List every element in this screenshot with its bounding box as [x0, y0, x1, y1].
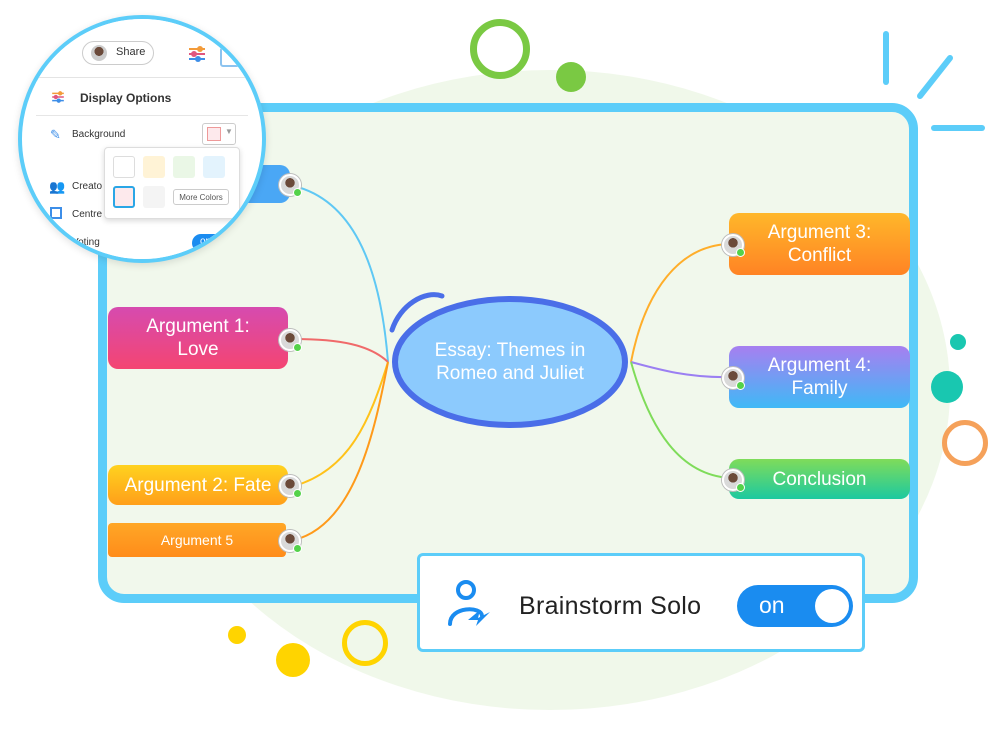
deco-ring-green	[470, 19, 530, 79]
swatch-blue[interactable]	[203, 156, 225, 178]
centre-label: Centre	[72, 209, 103, 220]
creator-label: Creato	[72, 181, 103, 192]
swatch-grey[interactable]	[143, 186, 165, 208]
avatar-argument-2	[279, 475, 302, 498]
central-topic-shape	[392, 296, 628, 428]
node-argument-3[interactable]: Argument 3: Conflict	[729, 213, 910, 275]
swatch-yellow[interactable]	[143, 156, 165, 178]
connector-arg4	[630, 361, 731, 379]
display-options-toolbar-icon[interactable]	[186, 43, 208, 65]
swatch-white[interactable]	[113, 156, 135, 178]
voting-toggle-knob	[222, 236, 236, 250]
background-color-preview	[207, 127, 221, 141]
display-options-magnifier: Share Display Options ✎ Background ▼	[18, 15, 266, 263]
background-color-dropdown[interactable]: ▼	[202, 123, 236, 145]
connector-arg1	[293, 338, 389, 363]
node-conclusion[interactable]: Conclusion	[729, 459, 910, 499]
connector-arg2	[293, 361, 389, 487]
chevron-down-icon: ▼	[225, 127, 233, 136]
deco-dot-yellow-small	[228, 626, 246, 644]
avatar-argument-4	[722, 367, 745, 390]
deco-sparkle-lines	[883, 31, 985, 131]
brainstorm-solo-toggle[interactable]: on	[737, 585, 853, 627]
avatar-argument-5	[279, 530, 302, 553]
central-topic-scribble	[389, 292, 445, 333]
brainstorm-solo-panel: Brainstorm Solo on	[417, 553, 865, 652]
avatar-argument-1	[279, 329, 302, 352]
brush-icon: ✎	[50, 127, 61, 142]
deco-dot-green	[556, 62, 586, 92]
voting-label: Voting	[72, 237, 100, 248]
connector-top-left	[293, 185, 389, 363]
connector-arg3	[630, 243, 731, 363]
node-argument-4[interactable]: Argument 4: Family	[729, 346, 910, 408]
deco-ring-orange	[942, 420, 988, 466]
display-options-title: Display Options	[80, 91, 172, 105]
share-label: Share	[116, 46, 146, 58]
brainstorm-user-icon	[448, 580, 490, 626]
connector-arg5	[293, 361, 389, 541]
avatar-top-left	[279, 174, 302, 197]
deco-dot-teal-small	[950, 334, 966, 350]
swatch-pink-selected[interactable]	[113, 186, 135, 208]
brainstorm-solo-label: Brainstorm Solo	[519, 592, 702, 620]
share-avatar-icon	[91, 45, 107, 61]
avatar-argument-3	[722, 234, 745, 257]
voting-toggle[interactable]: on	[192, 234, 238, 252]
node-argument-1[interactable]: Argument 1: Love	[108, 307, 288, 369]
node-argument-5[interactable]: Argument 5	[108, 523, 286, 557]
users-icon: 👥	[49, 179, 66, 194]
display-options-icon	[52, 91, 64, 103]
deco-dot-yellow	[276, 643, 310, 677]
brainstorm-solo-toggle-label: on	[759, 592, 785, 618]
deco-ring-yellow	[342, 620, 388, 666]
connector-conclusion	[630, 361, 731, 479]
centre-icon	[50, 207, 62, 219]
deco-dot-teal	[931, 371, 963, 403]
node-argument-2[interactable]: Argument 2: Fate	[108, 465, 288, 505]
divider	[36, 115, 248, 116]
toggle-knob	[815, 589, 849, 623]
voting-toggle-label: on	[200, 236, 212, 247]
color-palette-popover: More Colors	[104, 147, 240, 219]
background-label: Background	[72, 129, 126, 140]
swatch-green[interactable]	[173, 156, 195, 178]
magnifier-toolbar: Share	[22, 19, 262, 78]
avatar-conclusion	[722, 469, 745, 492]
central-topic[interactable]: Essay: Themes in Romeo and Juliet	[434, 340, 586, 384]
voting-icon: ✋	[50, 235, 65, 249]
share-button[interactable]: Share	[82, 41, 154, 65]
more-colors-button[interactable]: More Colors	[173, 189, 229, 205]
toolbar-next-icon[interactable]	[220, 47, 240, 67]
